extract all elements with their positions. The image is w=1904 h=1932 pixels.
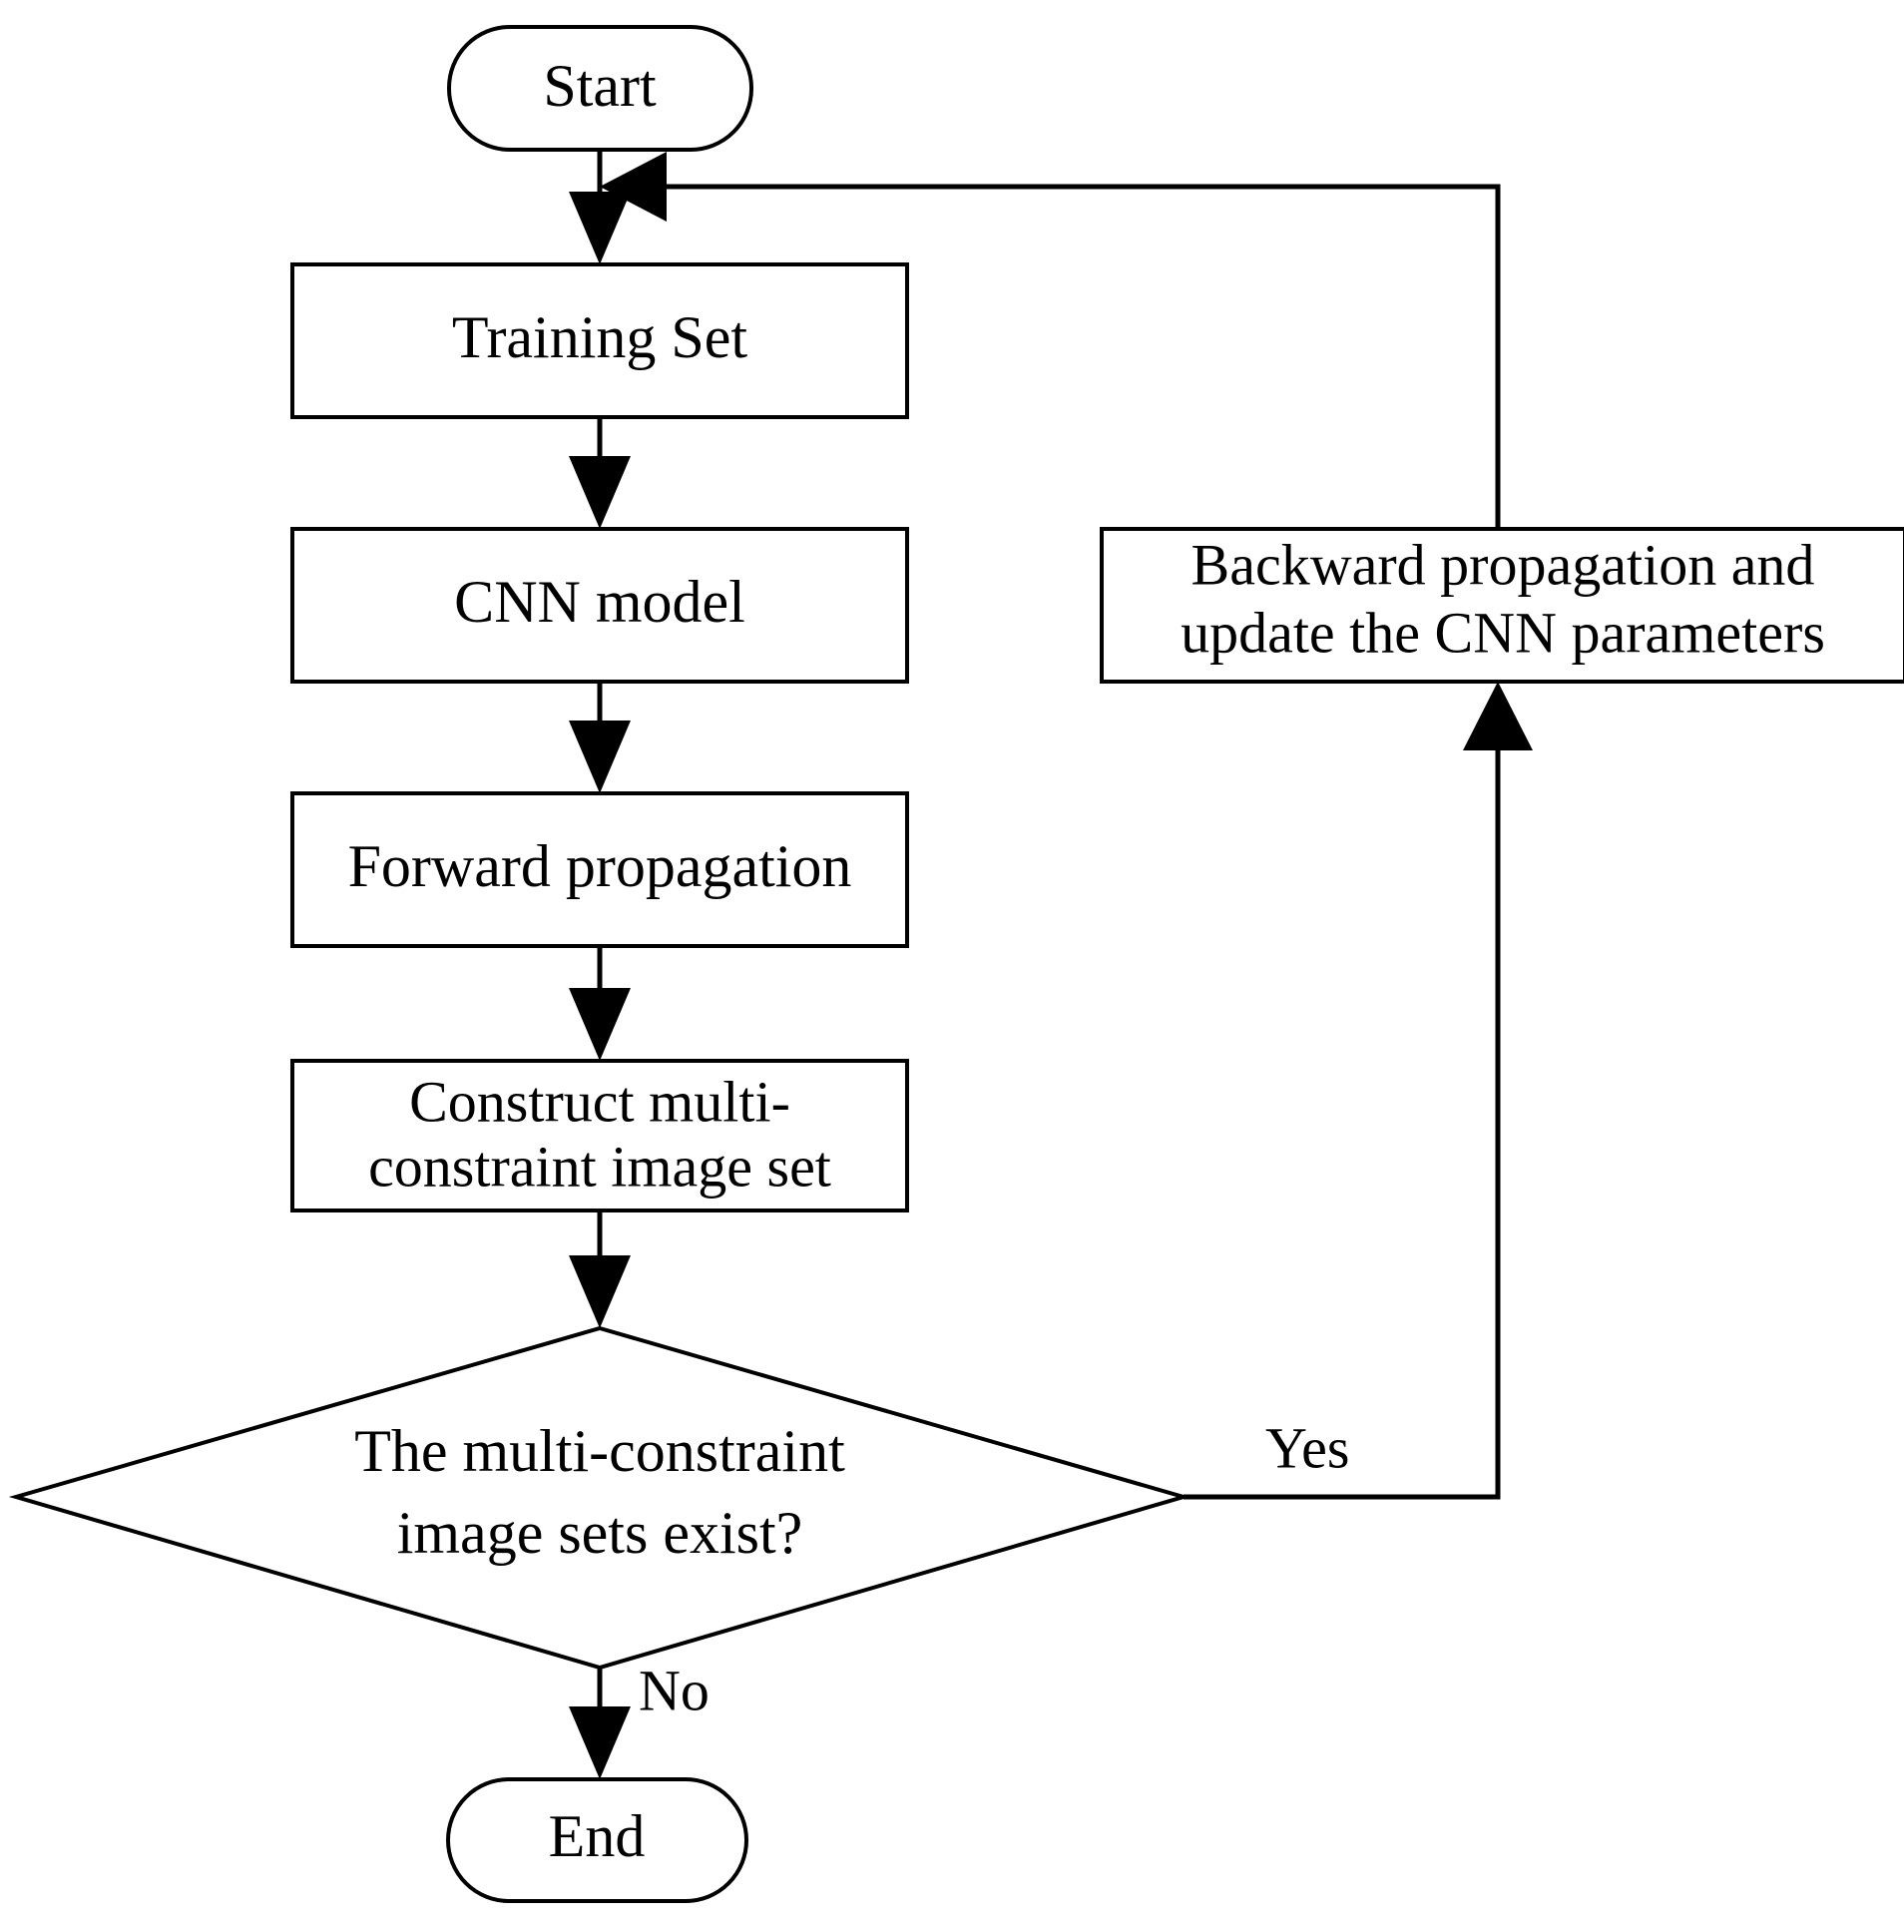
- arrow-head-down-icon: [569, 1706, 631, 1779]
- node-forward-propagation[interactable]: Forward propagation: [290, 791, 909, 948]
- backward-propagation-label-line2: update the CNN parameters: [1181, 600, 1825, 665]
- node-start[interactable]: Start: [447, 25, 753, 152]
- forward-propagation-label: Forward propagation: [348, 833, 852, 899]
- cnn-model-label: CNN model: [454, 569, 745, 635]
- training-set-shape: [290, 262, 909, 419]
- training-set-label: Training Set: [452, 304, 747, 370]
- arrow-head-down-icon: [569, 1255, 631, 1328]
- node-end[interactable]: End: [446, 1777, 748, 1903]
- arrow-head-down-icon: [569, 192, 631, 264]
- cnn-model-shape: [290, 527, 909, 684]
- edge-start-to-training-set: [569, 150, 631, 264]
- backward-propagation-shape: [1100, 527, 1904, 684]
- decision-shape: [8, 1325, 1191, 1671]
- node-training-set[interactable]: Training Set: [290, 262, 909, 419]
- edge-construct-set-to-decision: [569, 1210, 631, 1328]
- edge-backward-to-training-set: [600, 152, 1501, 553]
- end-shape: [446, 1777, 748, 1903]
- arrow-head-down-icon: [569, 988, 631, 1061]
- arrow-head-up-icon: [1463, 682, 1533, 750]
- edge-training-set-to-cnn-model: [569, 417, 631, 529]
- construct-set-shape: [290, 1059, 909, 1212]
- edge-cnn-model-to-forward-propagation: [569, 682, 631, 793]
- end-label: End: [549, 1803, 646, 1869]
- arrow-head-left-icon: [600, 152, 667, 222]
- construct-set-label-line2: constraint image set: [368, 1134, 831, 1199]
- decision-label-line2: image sets exist?: [397, 1500, 803, 1566]
- forward-propagation-shape: [290, 791, 909, 948]
- edge-label-yes: Yes: [1265, 1415, 1349, 1480]
- edge-forward-propagation-to-construct-set: [569, 946, 631, 1061]
- backward-propagation-label-line1: Backward propagation and: [1191, 532, 1815, 597]
- decision-label-line1: The multi-constraint: [354, 1418, 845, 1484]
- node-backward-propagation[interactable]: Backward propagation and update the CNN …: [1100, 527, 1904, 684]
- arrow-head-down-icon: [569, 721, 631, 793]
- edge-decision-yes-to-backward: [1184, 682, 1533, 1500]
- node-cnn-model[interactable]: CNN model: [290, 527, 909, 684]
- edge-label-no: No: [639, 1658, 710, 1722]
- node-decision[interactable]: The multi-constraint image sets exist?: [8, 1325, 1191, 1671]
- edge-decision-no-to-end: [569, 1668, 631, 1779]
- arrow-head-down-icon: [569, 456, 631, 529]
- start-label: Start: [543, 53, 657, 119]
- start-shape: [447, 25, 753, 152]
- node-construct-set[interactable]: Construct multi- constraint image set: [290, 1059, 909, 1212]
- construct-set-label-line1: Construct multi-: [409, 1069, 790, 1134]
